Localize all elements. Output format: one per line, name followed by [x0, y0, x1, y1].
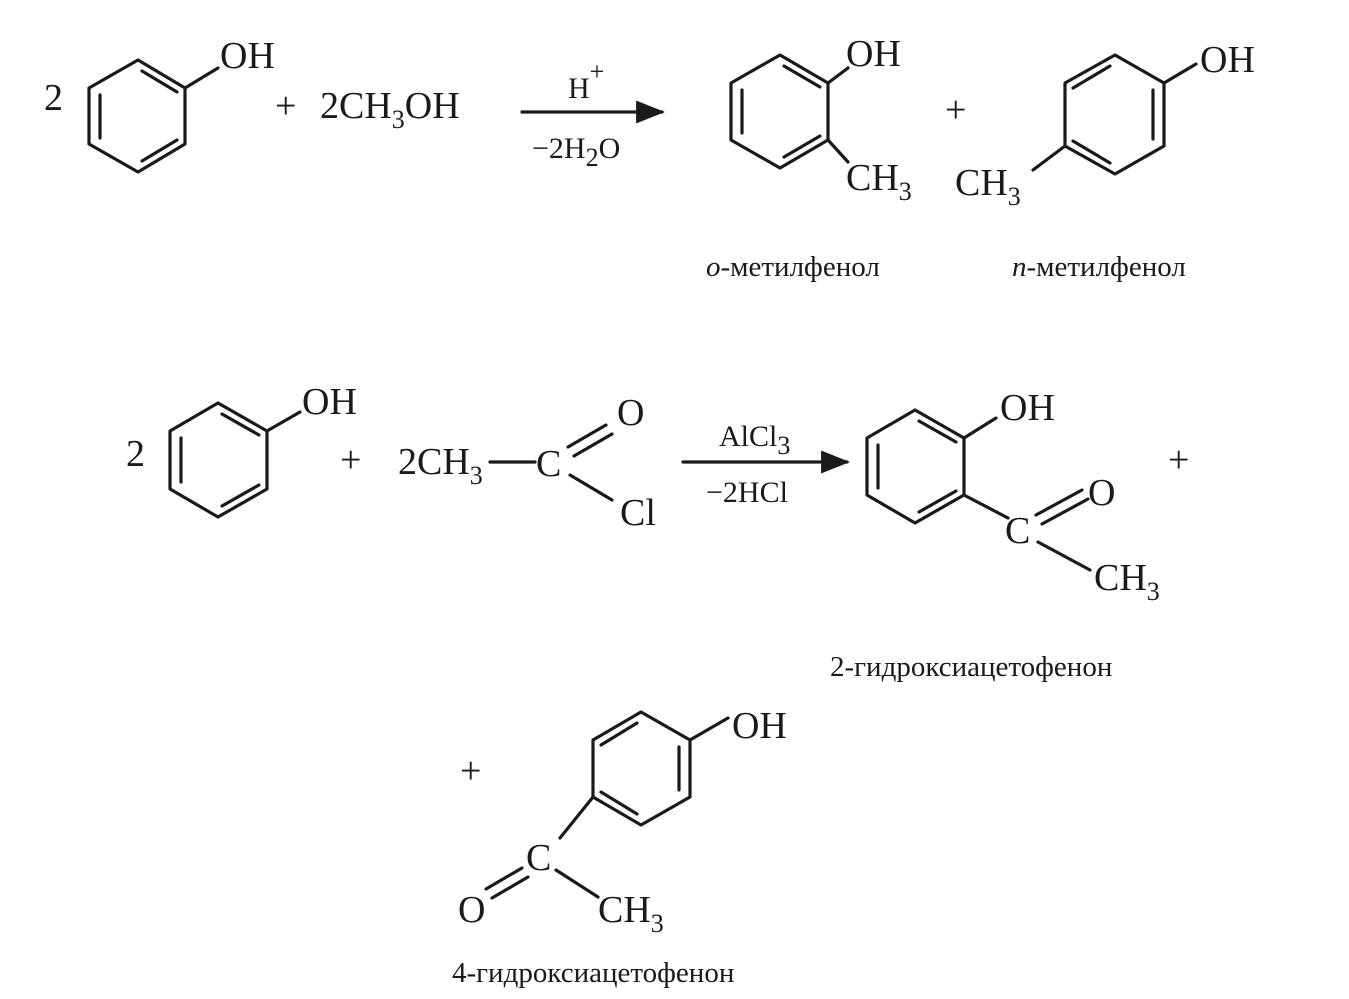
hydroxyl-label: OH [302, 381, 357, 423]
ortho-methylphenol-name: o-метилфенол [706, 251, 880, 283]
methyl-label: 2CH3 [398, 441, 483, 490]
chlorine-label: Cl [620, 492, 656, 534]
benzene-ring [1063, 53, 1166, 176]
plus-sign: + [275, 85, 296, 127]
benzene-ring [865, 408, 966, 525]
ortho-methylphenol-molecule: OH CH3 [729, 33, 912, 206]
oxygen-label: O [617, 392, 644, 434]
methyl-label: CH3 [598, 889, 664, 938]
carbonyl-carbon-label: C [1005, 510, 1030, 552]
methyl-label: CH3 [846, 157, 912, 206]
plus-sign: + [945, 89, 966, 131]
benzene-ring [87, 58, 187, 174]
ortho-hydroxyacetophenone-name: 2-гидроксиацетофенон [830, 651, 1112, 683]
benzene-ring [591, 710, 692, 827]
catalyst-label: H+ [568, 57, 604, 105]
phenol-molecule-1: OH [87, 35, 275, 174]
hydroxyl-label: OH [846, 33, 901, 75]
coefficient-phenol: 2 [126, 433, 145, 475]
acetyl-chloride-molecule: 2CH3 C O Cl [398, 392, 656, 534]
hydroxyl-label: OH [1200, 39, 1255, 81]
plus-sign: + [340, 439, 361, 481]
hydroxyl-label: OH [732, 705, 787, 747]
carbonyl-carbon-label: C [536, 443, 561, 485]
para-hydroxyacetophenone-molecule: OH C O CH3 [458, 705, 787, 938]
methanol-formula: 2CH3OH [320, 85, 460, 134]
benzene-ring [729, 53, 830, 170]
benzene-ring [168, 401, 269, 519]
plus-sign: + [1168, 439, 1189, 481]
reaction-2: 2 OH + 2CH3 C O Cl AlCl3 −2HCl [126, 381, 1189, 989]
catalyst-label: AlCl3 [719, 420, 790, 460]
plus-sign: + [460, 750, 481, 792]
para-methylphenol-molecule: OH CH3 [955, 39, 1255, 211]
byproduct-label: −2HCl [706, 476, 788, 509]
para-methylphenol-name: n-метилфенол [1012, 251, 1186, 283]
para-hydroxyacetophenone-name: 4-гидроксиацетофенон [452, 957, 734, 989]
ortho-hydroxyacetophenone-molecule: OH C O CH3 [865, 387, 1160, 606]
phenol-molecule-2: OH [168, 381, 357, 519]
hydroxyl-label: OH [1000, 387, 1055, 429]
reaction-1: 2 OH + 2CH3OH H+ −2H2O OH CH3 + [44, 33, 1255, 283]
methyl-label: CH3 [955, 162, 1021, 211]
byproduct-label: −2H2O [532, 132, 620, 172]
oxygen-label: O [1088, 472, 1115, 514]
coefficient-phenol: 2 [44, 77, 63, 119]
methyl-label: CH3 [1094, 557, 1160, 606]
oxygen-label: O [458, 889, 485, 931]
hydroxyl-label: OH [220, 35, 275, 77]
carbonyl-carbon-label: C [526, 837, 551, 879]
